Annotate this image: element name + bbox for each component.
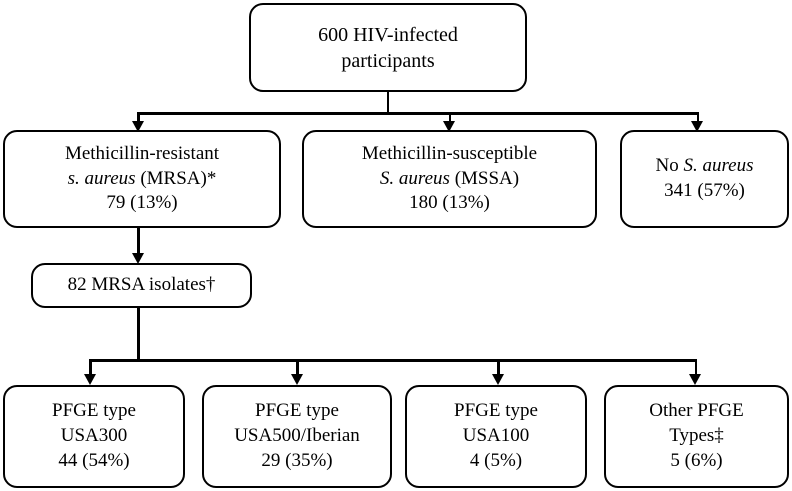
node-mrsa-line2: s. aureus (MRSA)* (68, 167, 217, 192)
arrow-to-isolates-icon (131, 253, 144, 264)
connector-root-stem (386, 92, 389, 114)
node-pfge-usa500-iberian: PFGE type USA500/Iberian 29 (35%) (202, 385, 392, 488)
connector-row4-bus (89, 359, 697, 362)
node-no-s-aureus: No S. aureus 341 (57%) (620, 130, 789, 228)
node-usa100-line3: 4 (5%) (469, 449, 523, 471)
node-usa300-line3: 44 (54%) (58, 449, 130, 471)
node-mrsa-abbrev: (MRSA)* (135, 167, 217, 189)
node-mrsa: Methicillin-resistant s. aureus (MRSA)* … (3, 130, 281, 228)
node-usa500-line3: 29 (35%) (261, 449, 333, 471)
connector-to-usa100 (497, 359, 500, 377)
node-mrsa-species: s. aureus (67, 167, 136, 189)
node-no-sa-species: S. aureus (683, 155, 754, 177)
arrow-to-mrsa-icon (131, 121, 144, 132)
connector-isolates-stem (137, 308, 140, 361)
node-mssa-line2: S. aureus (MSSA) (380, 167, 519, 192)
node-usa100-line1: PFGE type (454, 400, 538, 422)
node-pfge-usa100: PFGE type USA100 4 (5%) (405, 385, 587, 488)
arrow-to-usa300-icon (83, 374, 96, 385)
node-usa500-line2: USA500/Iberian (234, 425, 360, 447)
connector-to-mrsa (137, 112, 140, 124)
arrow-to-other-icon (689, 374, 701, 385)
node-usa300-line2: USA300 (60, 425, 128, 447)
node-pfge-usa300: PFGE type USA300 44 (54%) (3, 385, 185, 488)
connector-row2-bus (137, 112, 699, 115)
node-root-line1: 600 HIV-infected (318, 23, 458, 46)
node-mssa-line3: 180 (13%) (409, 192, 490, 214)
node-other-line1: Other PFGE (649, 400, 744, 422)
arrow-to-usa100-icon (491, 374, 504, 385)
arrow-to-usa500-icon (290, 374, 303, 385)
node-root-participants: 600 HIV-infected participants (249, 3, 527, 92)
arrow-to-no-sa-icon (691, 121, 703, 132)
node-mrsa-isolates: 82 MRSA isolates† (31, 263, 252, 308)
arrow-to-mssa-icon (443, 121, 455, 132)
node-usa500-line1: PFGE type (255, 400, 339, 422)
connector-to-mssa (448, 112, 451, 124)
node-other-line2: Types‡ (669, 425, 724, 447)
node-mssa: Methicillin-susceptible S. aureus (MSSA)… (302, 130, 597, 228)
node-no-sa-line2: 341 (57%) (664, 180, 745, 201)
node-mssa-species: S. aureus (379, 167, 450, 189)
node-mssa-line1: Methicillin-susceptible (361, 142, 538, 164)
connector-to-no-sa (696, 112, 699, 124)
node-usa100-line2: USA100 (462, 425, 530, 447)
node-pfge-other-types: Other PFGE Types‡ 5 (6%) (604, 385, 789, 488)
connector-to-usa300 (89, 359, 92, 377)
node-mrsa-line3: 79 (13%) (106, 192, 178, 214)
node-mrsa-line1: Methicillin-resistant (64, 142, 220, 164)
connector-to-usa500 (296, 359, 299, 377)
node-no-sa-prefix: No (655, 155, 684, 177)
connector-mrsa-to-isolates (137, 228, 140, 254)
node-usa300-line1: PFGE type (52, 400, 136, 422)
node-isolates-line1: 82 MRSA isolates† (67, 274, 216, 296)
connector-to-other (694, 359, 697, 377)
node-no-sa-line1: No S. aureus (655, 154, 753, 179)
node-other-line3: 5 (6%) (670, 449, 723, 471)
node-mssa-abbrev: (MSSA) (449, 167, 520, 189)
node-root-line2: participants (341, 49, 435, 72)
